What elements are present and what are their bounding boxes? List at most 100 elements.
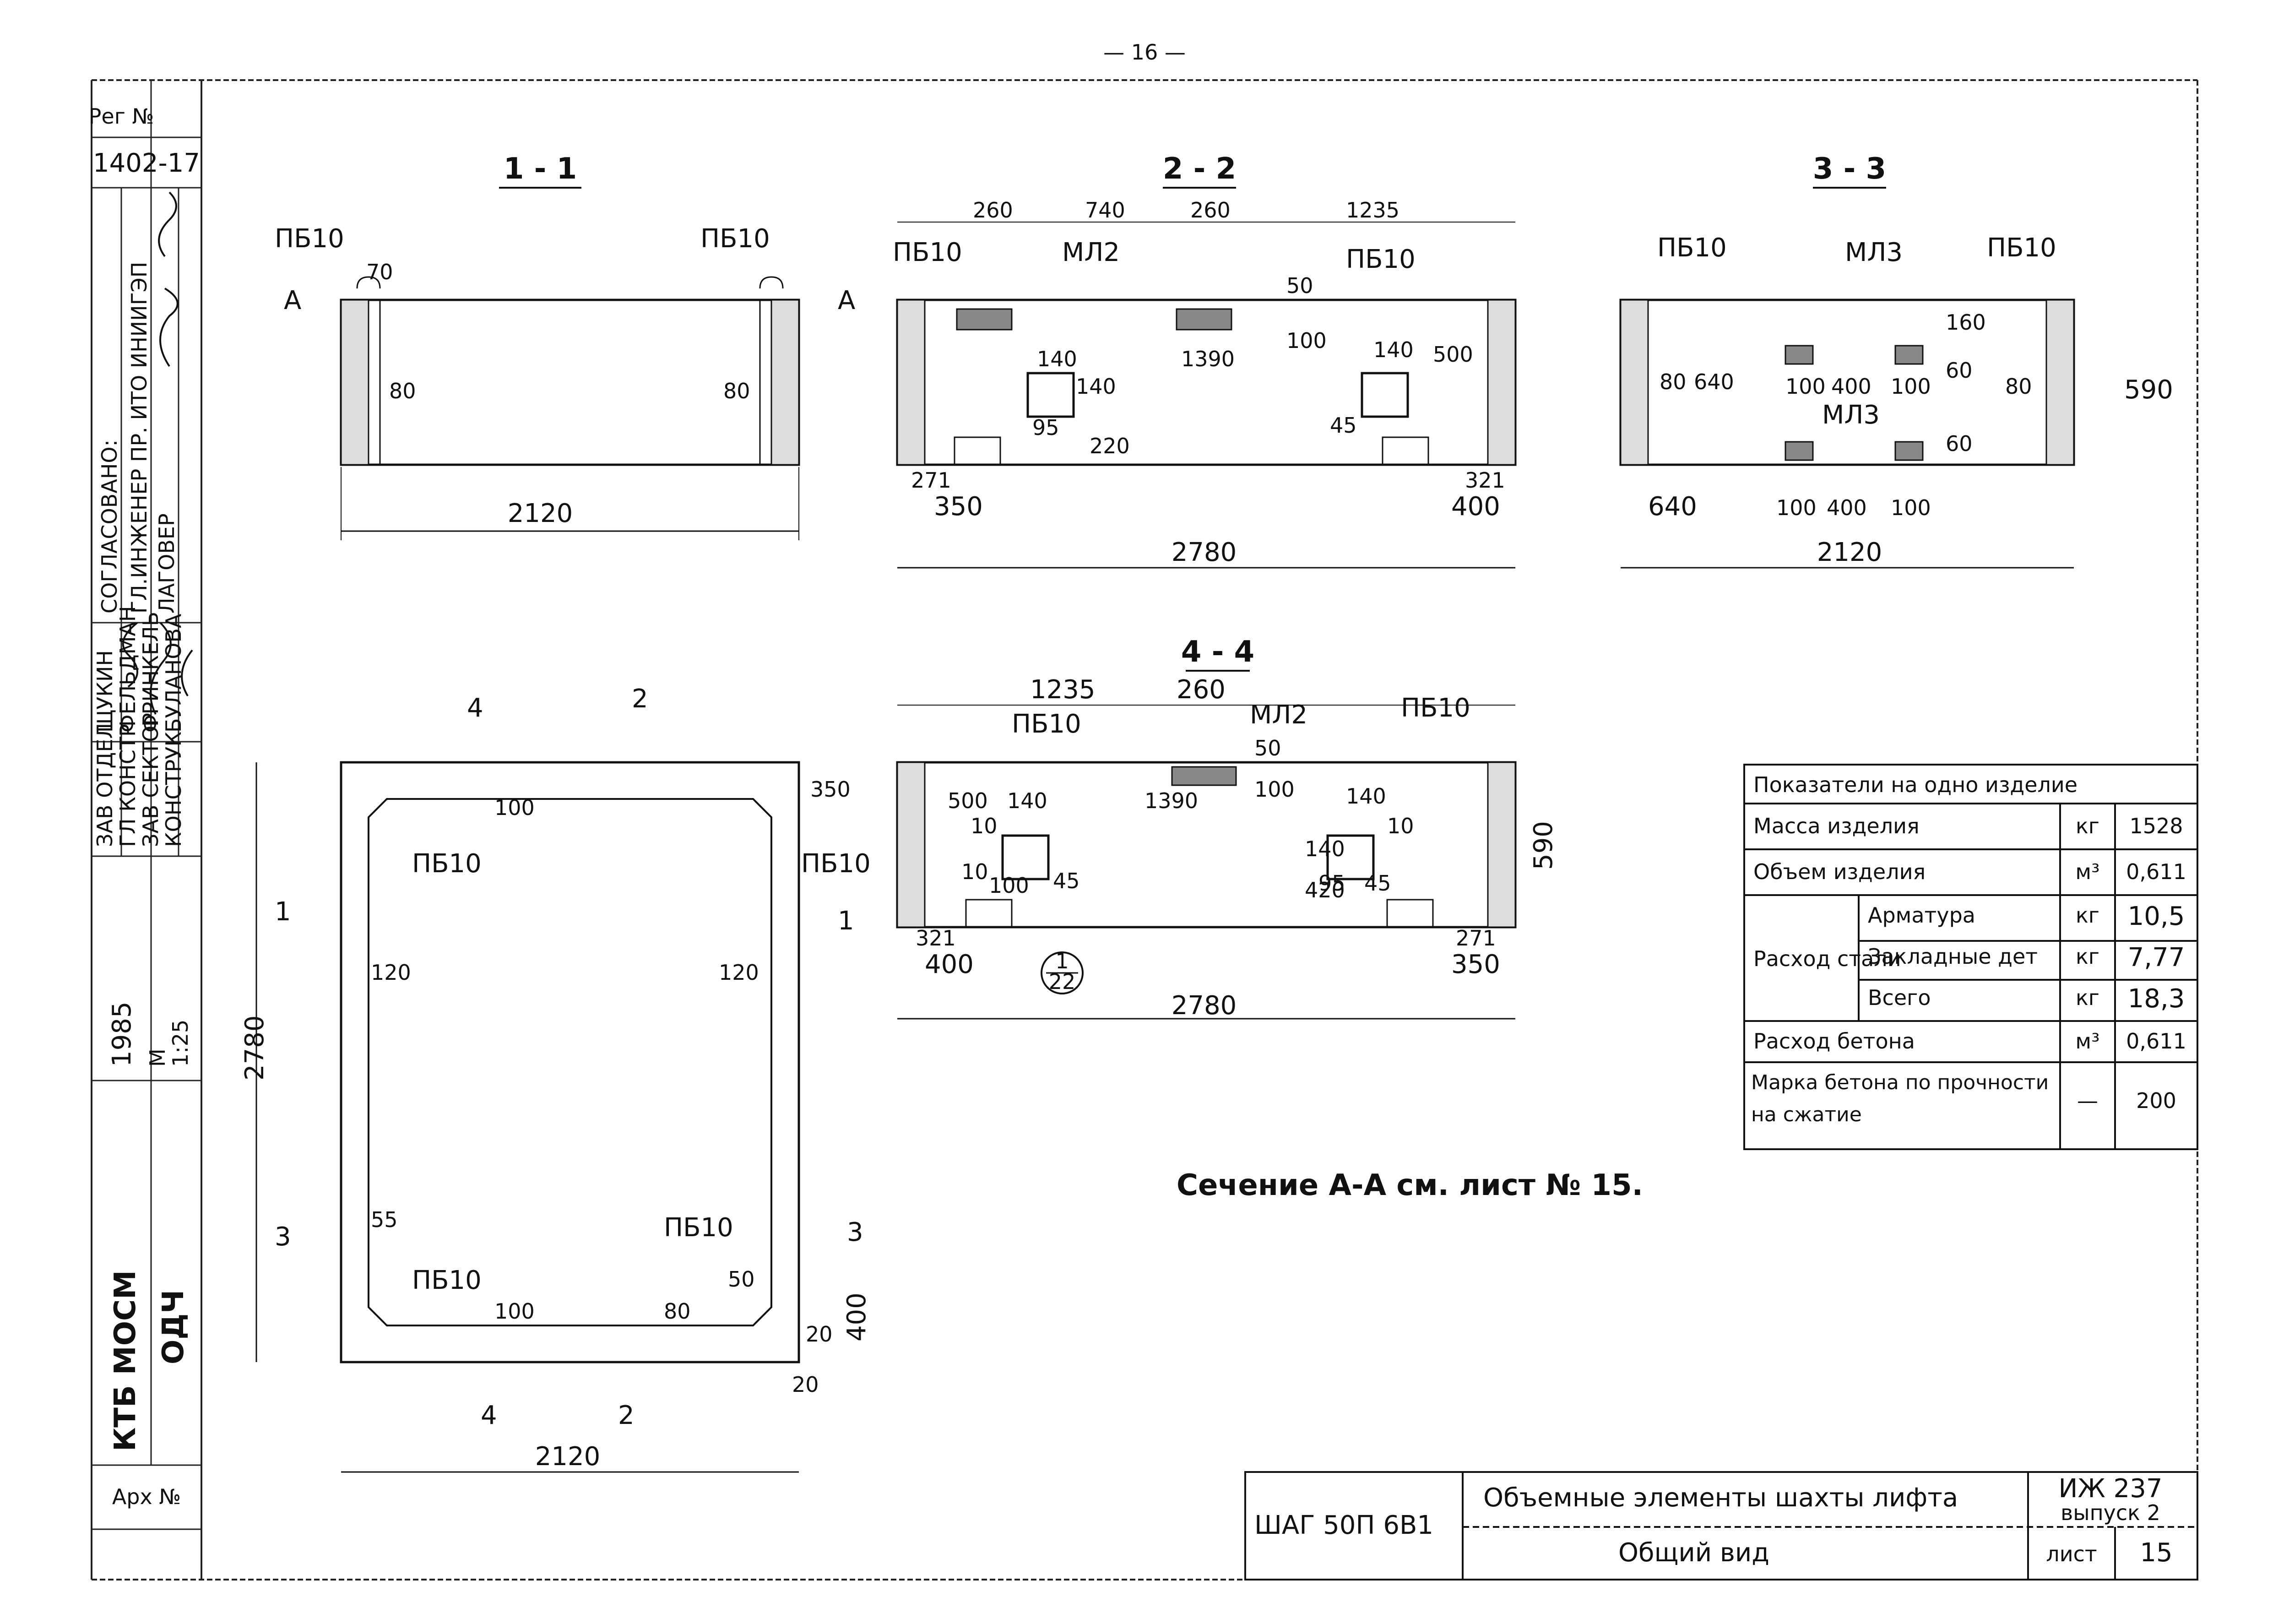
plan-cut-4: 1	[838, 906, 854, 936]
staff-position-3: ЗАВ СЕКТОР	[138, 713, 163, 847]
plan-dim-6: 55	[371, 1207, 398, 1232]
section-1-1-title: 1 - 1	[504, 152, 577, 186]
s44-dim-20: 271	[1456, 926, 1496, 951]
table-row-1-value: 1528	[2129, 814, 2183, 838]
section-2-2-label-2: МЛ2	[1062, 238, 1120, 267]
s22-dim-1: 260	[973, 198, 1013, 223]
s44-dim-6: 140	[1007, 788, 1047, 813]
sidebar	[92, 80, 201, 1530]
table-row-3-label: Арматура	[1868, 903, 1975, 928]
s44-dim-19: 400	[925, 950, 974, 979]
table-row-7-label-box: Марка бетона по прочности на сжатие	[1751, 1071, 2049, 1126]
s44-dim-3: 50	[1254, 736, 1281, 760]
lagover-name: ЛАГОВЕР	[154, 513, 179, 614]
table-row-2-value: 0,611	[2126, 859, 2186, 884]
s33-dim-13: 400	[1827, 495, 1867, 520]
plan-dim-2: 350	[810, 777, 851, 802]
s22-dim-18: 400	[1451, 492, 1500, 521]
s22-dim-15: 271	[911, 468, 951, 493]
plan-cut-5: 3	[275, 1222, 291, 1252]
title-block-issue: выпуск 2	[2061, 1500, 2160, 1525]
org-ktb: КТБ МОСМ	[108, 1270, 142, 1451]
s33-dim-6: 400	[1831, 374, 1871, 399]
plan-cut-3: 1	[275, 897, 291, 927]
section-4-4-label-2: МЛ2	[1250, 700, 1307, 730]
table-row-5-unit: кг	[2076, 985, 2099, 1010]
chief-engineer: ГЛ.ИНЖЕНЕР ПР. ИТО ИНИИГЭП	[127, 262, 152, 614]
section-1-1-label-1: ПБ10	[275, 224, 344, 254]
title-block-series: ИЖ 237	[2059, 1474, 2163, 1504]
s22-dim-8: 1390	[1181, 347, 1235, 371]
section-3-3-label-4: МЛ3	[1822, 400, 1880, 430]
plan-dim-3: 120	[371, 960, 411, 985]
s33-dim-5: 100	[1785, 374, 1826, 399]
section-4-4-label-3: ПБ10	[1401, 693, 1470, 723]
section-1-1: 1 - 1 ПБ10 ПБ10 А А 70 80 80 2120	[275, 152, 855, 540]
title-block	[1244, 1471, 2198, 1581]
s44-dim-21: 350	[1451, 950, 1500, 979]
plan-cut-8: 2	[618, 1401, 635, 1430]
section-1-1-label-2: ПБ10	[700, 224, 770, 254]
table-row-5-label: Всего	[1868, 985, 1931, 1010]
table-row-6-value: 0,611	[2126, 1029, 2186, 1054]
section-3-3-label-3: ПБ10	[1987, 233, 2056, 263]
s33-dim-3: 80	[1660, 369, 1687, 394]
sheet-frame	[91, 79, 2198, 1581]
table-row-3-unit: кг	[2076, 903, 2099, 928]
s44-dim-1: 1235	[1030, 675, 1096, 705]
plan-dim-12: 20	[792, 1372, 819, 1397]
staff-position-2: ГЛ КОНСТР	[115, 724, 140, 847]
plan-dim-5: 2780	[240, 1015, 270, 1081]
section-2-2-label-1: ПБ10	[893, 238, 962, 267]
s22-dim-3: 260	[1190, 198, 1231, 223]
org-odch: ОДЧ	[157, 1290, 190, 1364]
section-3-3-label-1: ПБ10	[1657, 233, 1727, 263]
s22-dim-14: 45	[1330, 413, 1357, 438]
table-row-6-label: Расход бетона	[1753, 1029, 1915, 1054]
table-row-2-label: Объем изделия	[1753, 859, 1926, 884]
page-number: — 16 —	[1103, 40, 1186, 65]
plan-label-1: ПБ10	[412, 849, 482, 879]
plan-cut-7: 4	[481, 1401, 497, 1430]
plan-label-3: ПБ10	[664, 1213, 733, 1243]
s33-dim-12: 100	[1776, 495, 1817, 520]
s44-dim-18: 321	[916, 926, 956, 951]
title-block-title: Объемные элементы шахты лифта	[1483, 1483, 1958, 1513]
s33-dim-2: 60	[1946, 358, 1973, 383]
table-row-4-unit: кг	[2076, 944, 2099, 969]
s44-dim-7: 1390	[1144, 788, 1198, 813]
s33-dim-9: 590	[2124, 375, 2173, 405]
plan-cut-2: 2	[632, 684, 648, 714]
section-1-1-label-4: А	[838, 286, 855, 315]
s44-dim-13: 95	[1318, 871, 1345, 896]
section-3-3-title: 3 - 3	[1813, 152, 1886, 186]
s44-dim-8: 140	[1346, 784, 1386, 809]
s44-dim-4: 100	[1254, 777, 1295, 802]
table-row-4-label: Закладные дет	[1868, 944, 2038, 969]
title-block-subtitle: Общий вид	[1618, 1538, 1769, 1568]
table-row-1-label: Масса изделия	[1753, 814, 1920, 838]
plan-view: 4 2 1 1 3 3 4 2 ПБ10 ПБ10 ПБ10 ПБ10 100 …	[240, 684, 872, 1473]
staff-position-1: ЗАВ ОТДЕЛ	[92, 723, 117, 847]
signatures	[122, 191, 193, 715]
archive-label: Арх №	[112, 1484, 181, 1509]
s22-dim-6: 100	[1286, 328, 1327, 353]
parameters-table	[1743, 764, 2198, 1150]
title-block-sheet-label: лист	[2046, 1542, 2097, 1566]
s33-dim-10: 60	[1946, 431, 1973, 456]
s33-dim-8: 80	[2005, 374, 2032, 399]
plan-dim-7: 100	[494, 1299, 535, 1324]
s22-dim-9: 140	[1373, 337, 1414, 362]
s22-dim-4: 1235	[1346, 198, 1399, 223]
s22-dim-13: 220	[1090, 434, 1130, 458]
staff-name-3: ФРИНКЕЛЬ	[138, 612, 163, 733]
s22-dim-17: 321	[1465, 468, 1505, 493]
s22-dim-5: 50	[1286, 273, 1313, 298]
s44-dim-11: 140	[1305, 836, 1345, 861]
agreed-label: СОГЛАСОВАНО:	[97, 440, 122, 614]
table-row-1-unit: кг	[2076, 814, 2099, 838]
plan-dim-11: 400	[842, 1293, 872, 1342]
section-note: Сечение А-А см. лист № 15.	[1177, 1168, 1643, 1202]
